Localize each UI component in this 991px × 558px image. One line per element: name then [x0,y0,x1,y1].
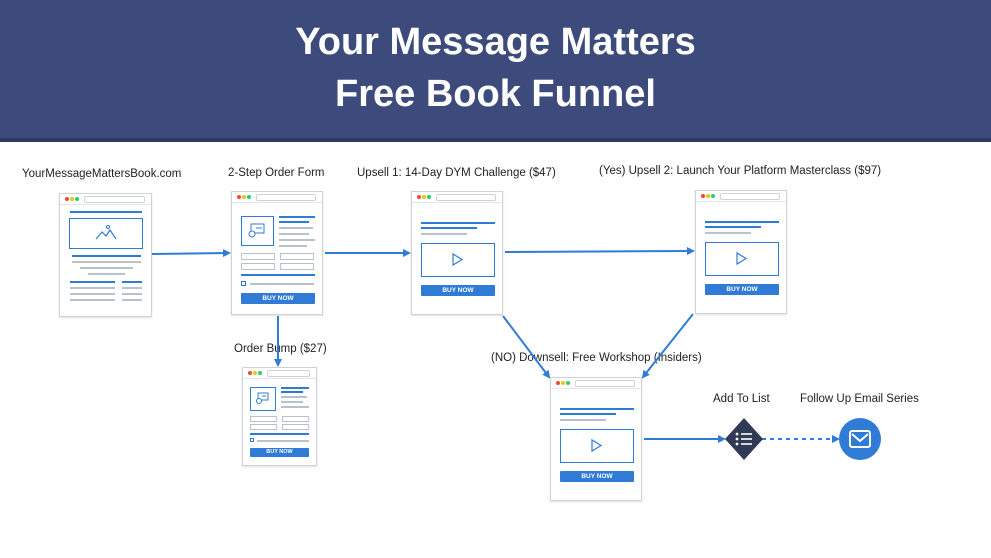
arrow-upsell1-to-upsell2 [504,247,695,256]
downsell-buy-button[interactable]: BUY NOW [560,471,634,482]
order-bump-thumbnail: BUY NOW [242,367,317,466]
order-form-buy-button[interactable]: BUY NOW [241,293,315,304]
downsell-label: (NO) Downsell: Free Workshop (Insiders) [491,352,702,364]
arrow-landing-to-order [151,249,231,258]
video-play-icon [705,242,779,276]
order-bump-buy-button[interactable]: BUY NOW [250,448,309,457]
upsell2-buy-button[interactable]: BUY NOW [705,284,779,295]
payment-card-icon [241,216,274,246]
order-form-thumbnail: BUY NOW [231,191,323,315]
video-play-icon [421,243,495,277]
upsell2-label: (Yes) Upsell 2: Launch Your Platform Mas… [599,165,882,177]
upsell1-thumbnail: BUY NOW [411,191,503,315]
title-line-2: Free Book Funnel [335,73,656,115]
landing-page-label: YourMessageMattersBook.com [22,168,182,180]
arrow-upsell2-to-downsell [641,313,694,379]
title-line-1: Your Message Matters [295,21,696,63]
payment-card-icon [250,387,276,411]
video-play-icon [560,429,634,463]
add-to-list-label: Add To List [713,393,770,405]
upsell1-label: Upsell 1: 14-Day DYM Challenge ($47) [357,167,556,179]
email-series-node[interactable] [839,418,881,460]
upsell2-thumbnail: BUY NOW [695,190,787,314]
landing-page-thumbnail [59,193,152,317]
order-bump-label: Order Bump ($27) [234,343,327,355]
upsell1-buy-button[interactable]: BUY NOW [421,285,495,296]
order-form-label: 2-Step Order Form [228,167,325,179]
email-icon [849,430,871,448]
list-icon [735,432,752,446]
arrow-upsell1-to-downsell [502,315,551,379]
image-placeholder-icon [69,218,143,249]
add-to-list-node[interactable] [725,418,763,460]
downsell-thumbnail: BUY NOW [550,377,642,501]
header-banner: Your Message Matters Free Book Funnel [0,0,991,142]
email-series-label: Follow Up Email Series [800,393,919,405]
